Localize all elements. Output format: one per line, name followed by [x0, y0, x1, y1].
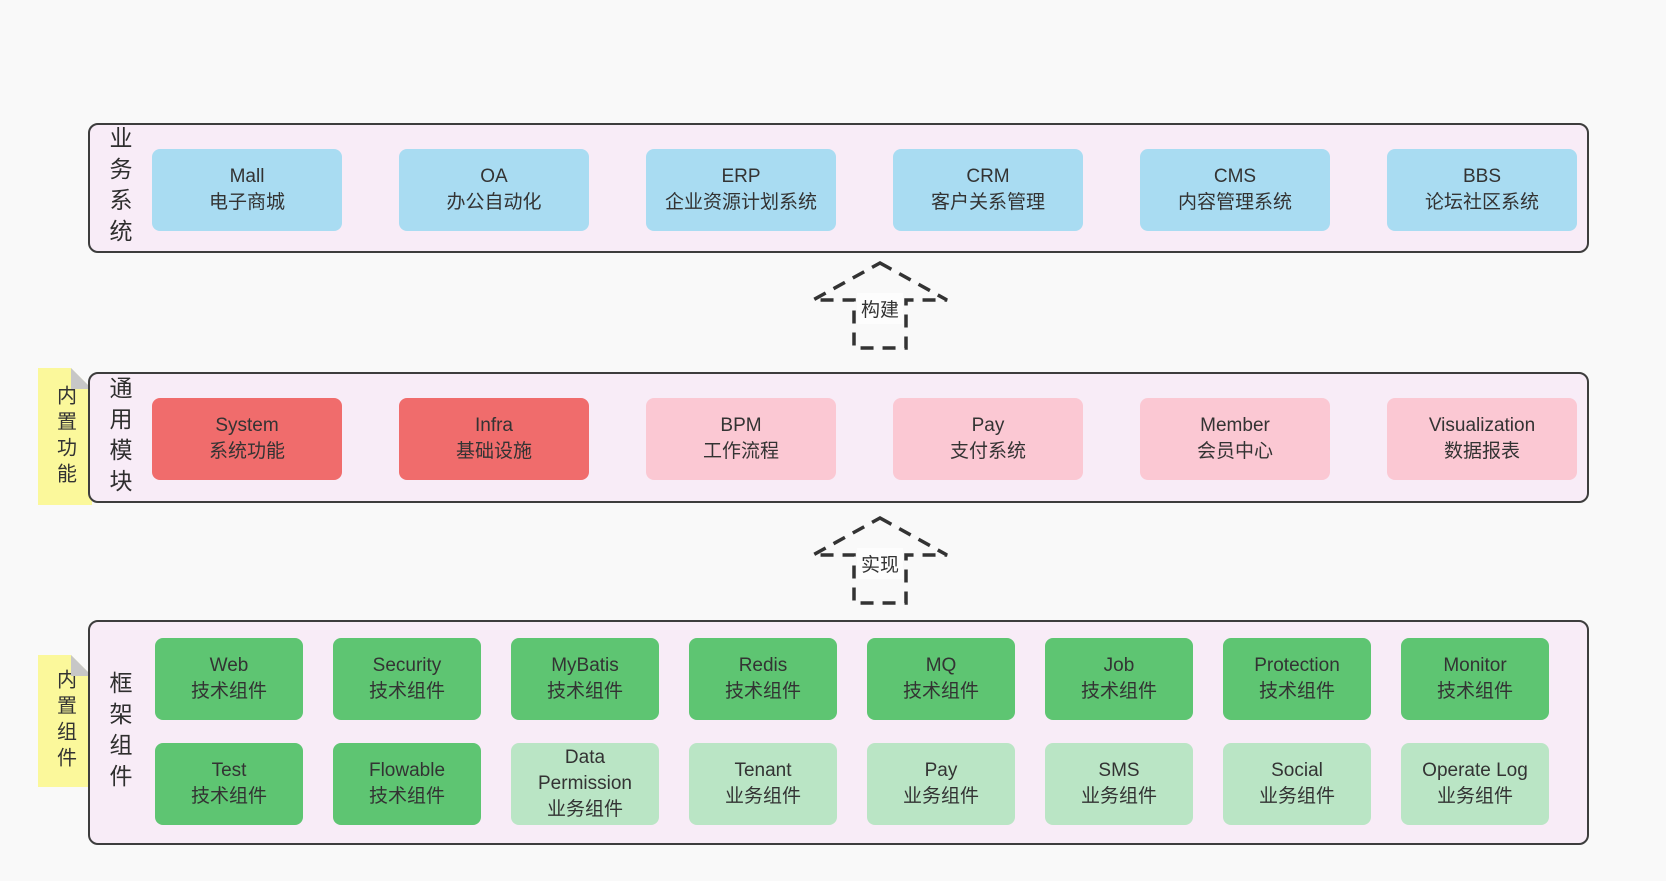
card-subtitle: 支付系统	[949, 441, 1026, 462]
card-subtitle: 业务组件	[546, 799, 623, 820]
card-bpm: BPM 工作流程	[646, 398, 836, 480]
card-subtitle: 技术组件	[190, 786, 267, 807]
card-subtitle: 企业资源计划系统	[664, 192, 817, 213]
card-subtitle: 论坛社区系统	[1424, 192, 1539, 213]
arrow-implement-label: 实现	[856, 548, 904, 579]
card-subtitle: 技术组件	[1436, 681, 1513, 702]
card-title: Test	[211, 760, 247, 781]
card-subtitle: 电子商城	[208, 192, 285, 213]
card-subtitle: 技术组件	[902, 681, 979, 702]
card-test: Test 技术组件	[155, 743, 303, 825]
card-sms: SMS 业务组件	[1045, 743, 1193, 825]
section-framework-components: 框架组件 Web 技术组件 Security 技术组件 MyBatis 技术组件…	[88, 620, 1589, 845]
card-title: BBS	[1462, 166, 1502, 187]
card-title: Visualization	[1428, 415, 1536, 436]
card-title: Protection	[1254, 655, 1340, 676]
section-business-systems: 业务系统 Mall 电子商城 OA 办公自动化 ERP 企业资源计划系统 CRM…	[88, 123, 1589, 253]
arrow-build-label: 构建	[856, 293, 904, 324]
card-title: System	[215, 415, 279, 436]
card-title: BPM	[720, 415, 762, 436]
card-erp: ERP 企业资源计划系统	[646, 149, 836, 231]
card-monitor: Monitor 技术组件	[1401, 638, 1549, 720]
card-flowable: Flowable 技术组件	[333, 743, 481, 825]
card-subtitle: 技术组件	[724, 681, 801, 702]
card-subtitle: 业务组件	[902, 786, 979, 807]
arrow-build: 构建	[807, 260, 953, 352]
card-tenant: Tenant 业务组件	[689, 743, 837, 825]
card-subtitle: 技术组件	[1258, 681, 1335, 702]
card-title: Data Permission	[538, 747, 632, 794]
card-title: Redis	[738, 655, 788, 676]
card-title: Member	[1200, 415, 1270, 436]
card-title: Job	[1103, 655, 1135, 676]
card-title: Pay	[971, 415, 1005, 436]
card-subtitle: 业务组件	[724, 786, 801, 807]
card-subtitle: 业务组件	[1080, 786, 1157, 807]
card-title: Monitor	[1443, 655, 1507, 676]
card-system: System 系统功能	[152, 398, 342, 480]
card-redis: Redis 技术组件	[689, 638, 837, 720]
card-crm: CRM 客户关系管理	[893, 149, 1083, 231]
card-subtitle: 技术组件	[368, 681, 445, 702]
card-subtitle: 数据报表	[1443, 441, 1520, 462]
card-title: CMS	[1213, 166, 1257, 187]
card-title: MQ	[925, 655, 957, 676]
card-subtitle: 技术组件	[190, 681, 267, 702]
card-title: Security	[372, 655, 442, 676]
section-label-modules: 通用模块	[106, 375, 132, 500]
card-protection: Protection 技术组件	[1223, 638, 1371, 720]
card-title: Pay	[924, 760, 958, 781]
card-mq: MQ 技术组件	[867, 638, 1015, 720]
card-title: SMS	[1098, 760, 1140, 781]
sticky-note-builtin-features: 内置功能	[38, 368, 92, 505]
card-member: Member 会员中心	[1140, 398, 1330, 480]
card-visualization: Visualization 数据报表	[1387, 398, 1577, 480]
card-data-permission: Data Permission 业务组件	[511, 743, 659, 825]
card-subtitle: 内容管理系统	[1177, 192, 1292, 213]
card-infra: Infra 基础设施	[399, 398, 589, 480]
card-subtitle: 技术组件	[546, 681, 623, 702]
card-subtitle: 工作流程	[702, 441, 779, 462]
arrow-implement: 实现	[807, 515, 953, 607]
card-social: Social 业务组件	[1223, 743, 1371, 825]
card-title: Social	[1271, 760, 1323, 781]
card-title: Web	[209, 655, 249, 676]
card-title: Operate Log	[1422, 760, 1528, 781]
card-security: Security 技术组件	[333, 638, 481, 720]
section-label-business: 业务系统	[106, 126, 132, 250]
card-subtitle: 会员中心	[1196, 441, 1273, 462]
card-subtitle: 系统功能	[208, 441, 285, 462]
section-label-components: 框架组件	[106, 670, 132, 795]
card-oa: OA 办公自动化	[399, 149, 589, 231]
card-pay-module: Pay 支付系统	[893, 398, 1083, 480]
card-operate-log: Operate Log 业务组件	[1401, 743, 1549, 825]
card-subtitle: 业务组件	[1436, 786, 1513, 807]
card-pay-component: Pay 业务组件	[867, 743, 1015, 825]
card-title: CRM	[966, 166, 1010, 187]
card-title: Infra	[474, 415, 514, 436]
card-subtitle: 办公自动化	[446, 192, 542, 213]
card-web: Web 技术组件	[155, 638, 303, 720]
card-subtitle: 技术组件	[368, 786, 445, 807]
card-job: Job 技术组件	[1045, 638, 1193, 720]
card-title: MyBatis	[551, 655, 619, 676]
card-subtitle: 业务组件	[1258, 786, 1335, 807]
card-cms: CMS 内容管理系统	[1140, 149, 1330, 231]
card-subtitle: 技术组件	[1080, 681, 1157, 702]
card-title: ERP	[721, 166, 761, 187]
card-mybatis: MyBatis 技术组件	[511, 638, 659, 720]
card-title: Mall	[229, 166, 265, 187]
card-mall: Mall 电子商城	[152, 149, 342, 231]
sticky-note-builtin-components: 内置组件	[38, 655, 92, 787]
card-bbs: BBS 论坛社区系统	[1387, 149, 1577, 231]
card-title: OA	[480, 166, 508, 187]
card-subtitle: 基础设施	[455, 441, 532, 462]
card-title: Tenant	[734, 760, 792, 781]
card-subtitle: 客户关系管理	[930, 192, 1045, 213]
section-common-modules: 通用模块 System 系统功能 Infra 基础设施 BPM 工作流程 Pay…	[88, 372, 1589, 503]
card-title: Flowable	[368, 760, 446, 781]
